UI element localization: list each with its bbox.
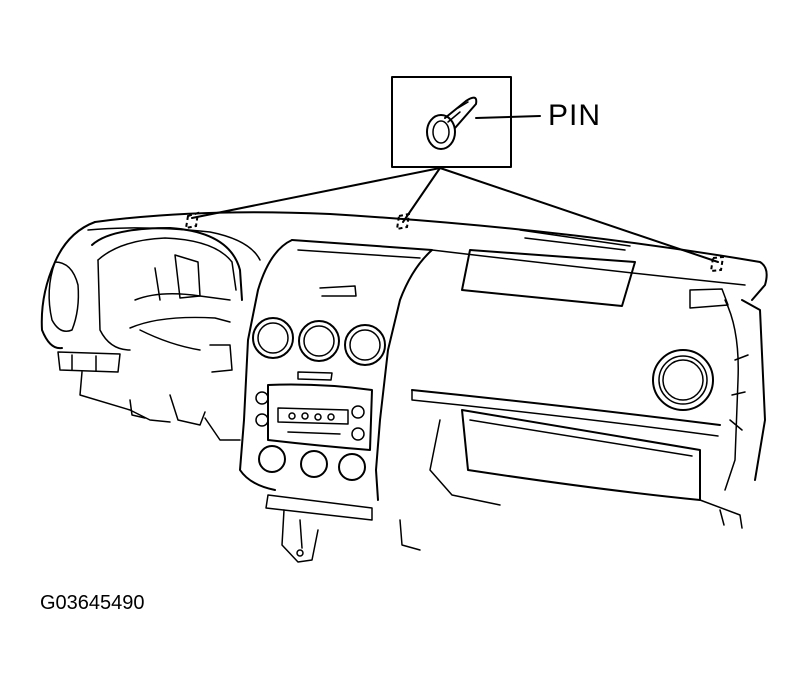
vent-passenger-icon: [652, 349, 714, 411]
pin-markers: [184, 211, 725, 273]
passenger-side: [411, 229, 766, 529]
vent-right-icon: [344, 324, 386, 366]
center-stack: [239, 239, 433, 563]
pin-label: PIN: [548, 99, 602, 132]
radio-unit: [267, 383, 373, 451]
climate-knob-right-icon: [338, 453, 366, 481]
climate-knob-left-icon: [258, 445, 286, 473]
pin-location-leaders: [191, 167, 719, 263]
vent-left-icon: [252, 317, 294, 359]
pin-icon: [426, 96, 478, 150]
defrost-vent: [461, 249, 636, 307]
climate-knob-center-icon: [300, 450, 328, 478]
glovebox: [461, 409, 701, 501]
pin-callout-box: [391, 76, 541, 168]
vent-center-icon: [298, 320, 340, 362]
dashboard-outline: [40, 211, 768, 441]
figure-code: G03645490: [40, 592, 145, 614]
pin-leader-line: [475, 115, 541, 119]
